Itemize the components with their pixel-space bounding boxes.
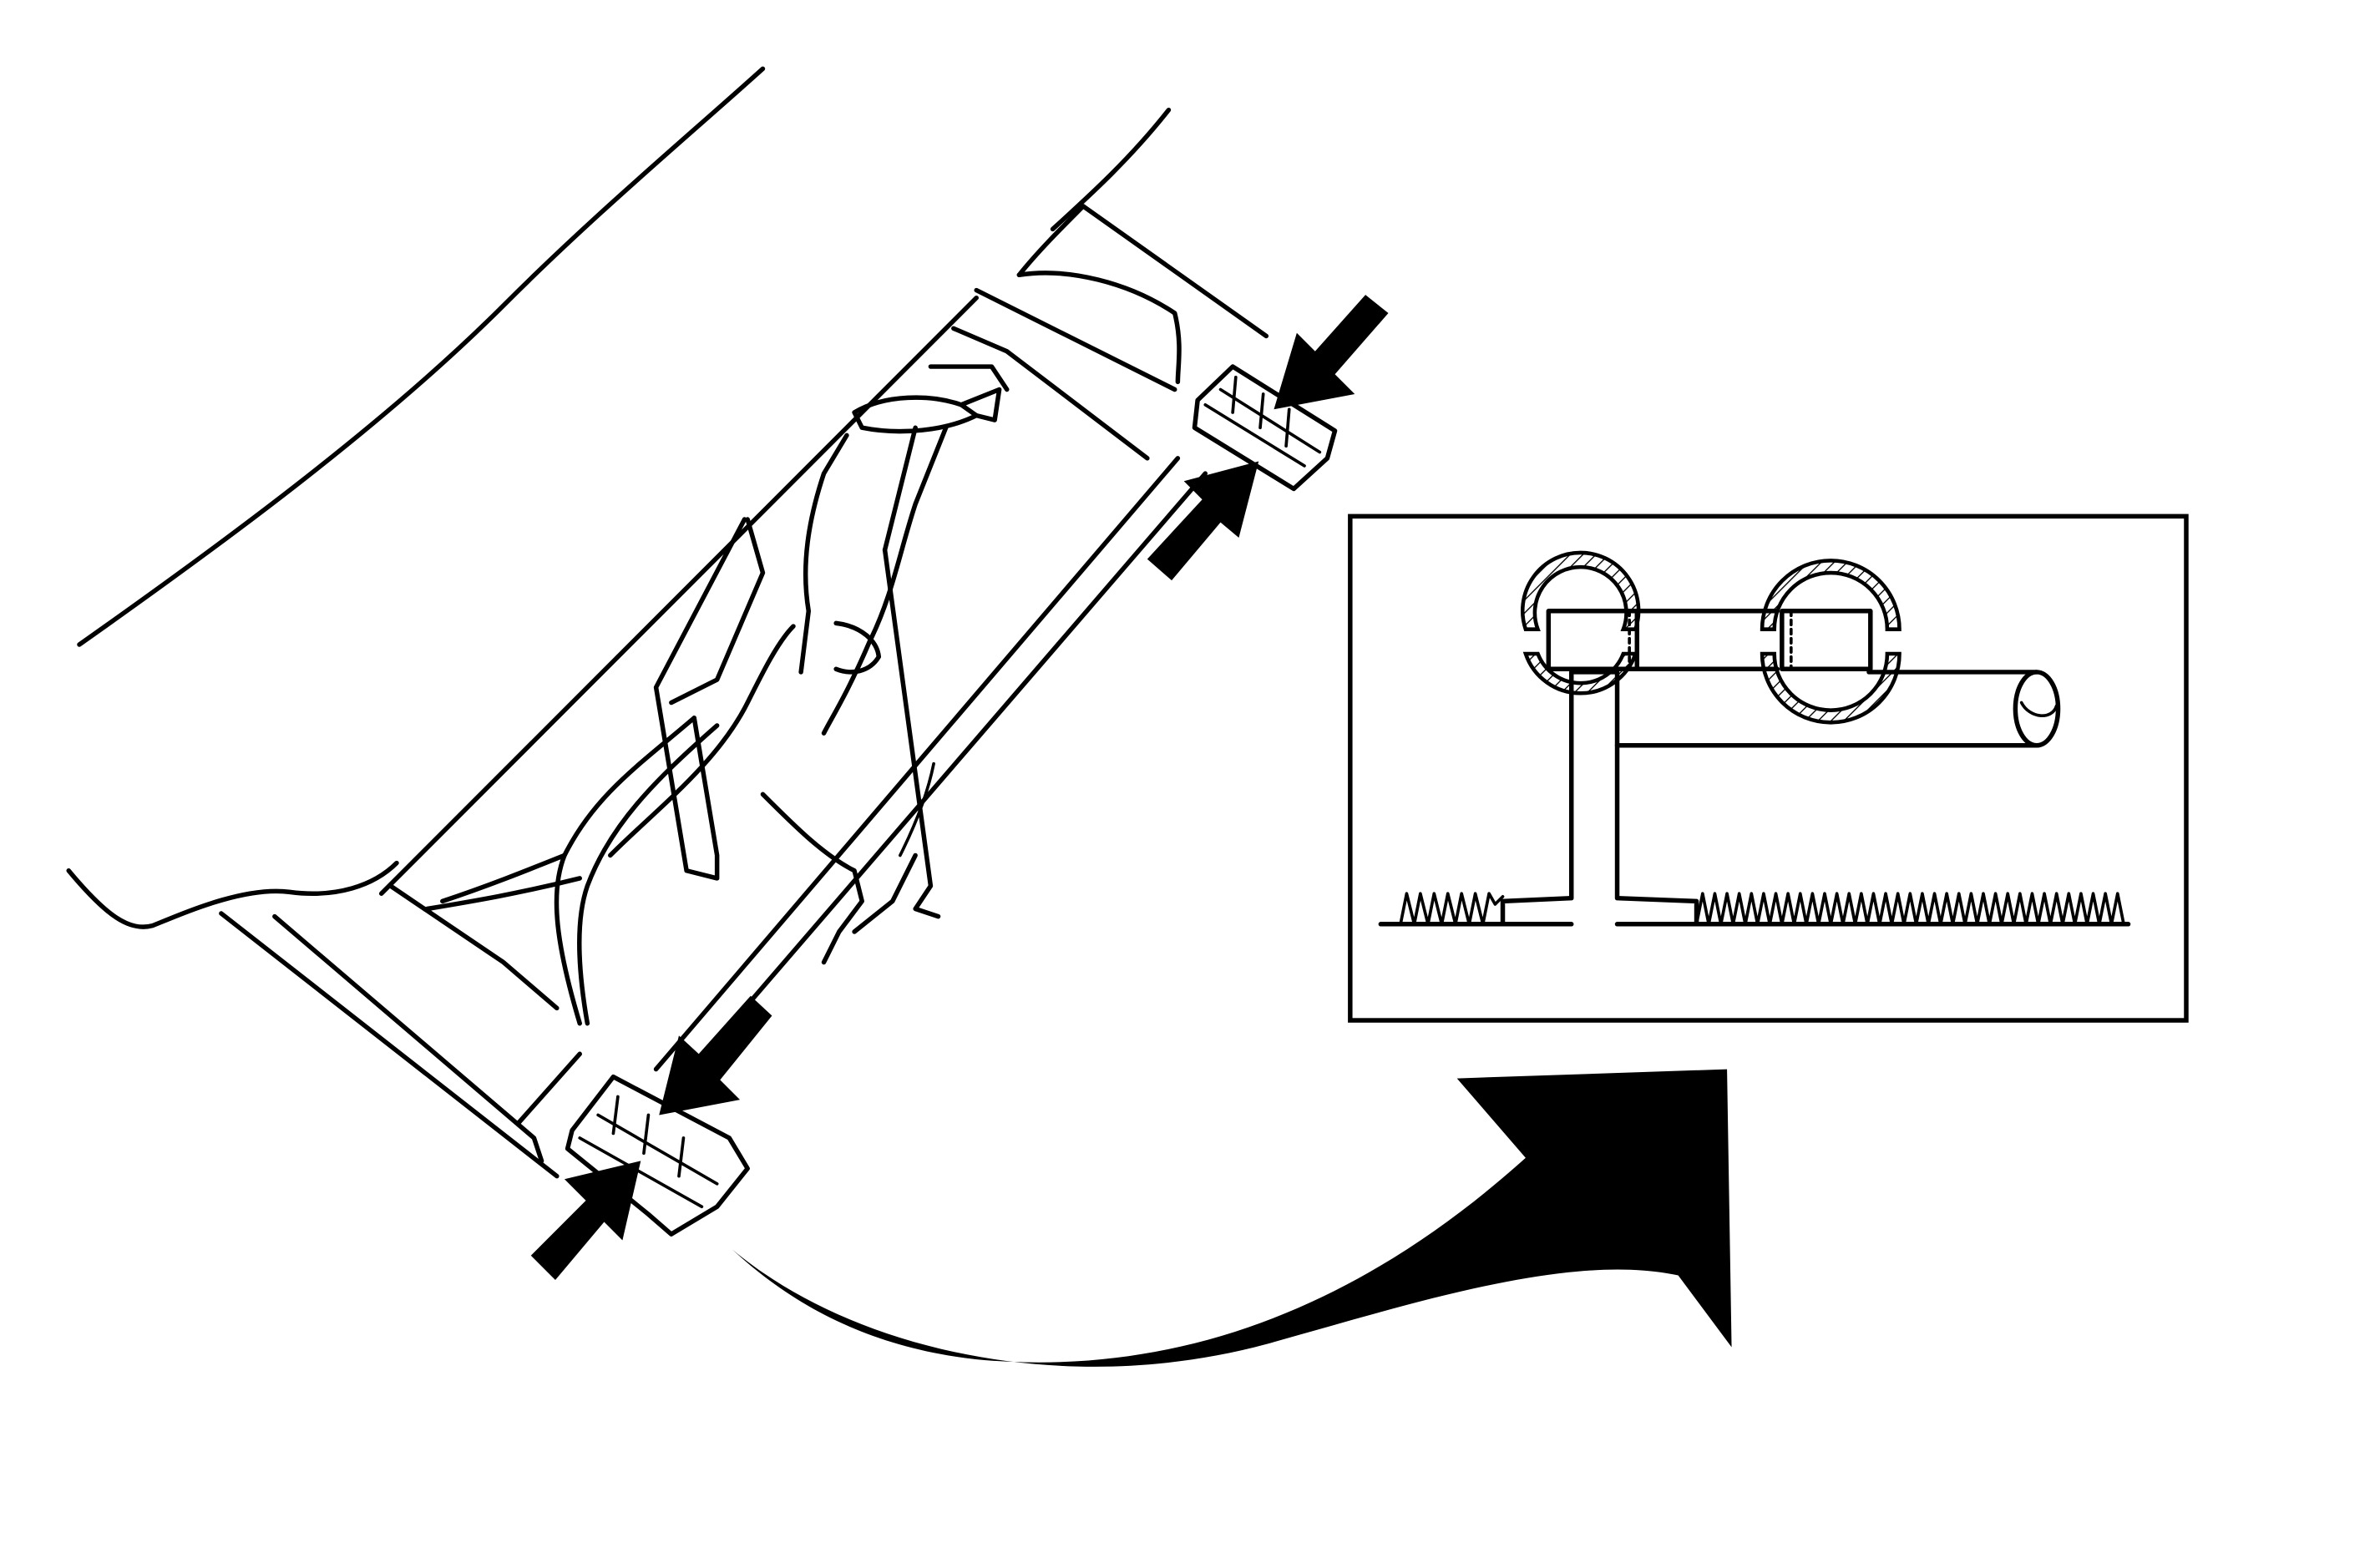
inset-pipe [1614, 670, 2061, 748]
arrow-lower-top [659, 995, 772, 1115]
callout-arrows [530, 295, 1389, 1281]
inset-clip-left [1521, 550, 1780, 696]
inset-ground-teeth [1378, 892, 2131, 927]
inset-frame [1348, 513, 2189, 1023]
arrow-upper-top [1274, 295, 1389, 410]
curved-callout-arrow [732, 1069, 1732, 1367]
inset-stud [1500, 670, 1699, 927]
arrow-upper-bottom [1147, 461, 1259, 581]
inset-clip-right [1760, 559, 1901, 725]
upper-clip [1192, 364, 1338, 492]
rod-assembly [653, 456, 1208, 1087]
underbody-frame [272, 204, 1269, 1164]
vehicle-body-outline [66, 66, 1172, 1179]
lower-clip [565, 1074, 750, 1237]
fuel-lines-and-hoses [424, 387, 1002, 1026]
arrow-lower-bottom [530, 1161, 641, 1281]
detail-inset [1348, 513, 2189, 1023]
